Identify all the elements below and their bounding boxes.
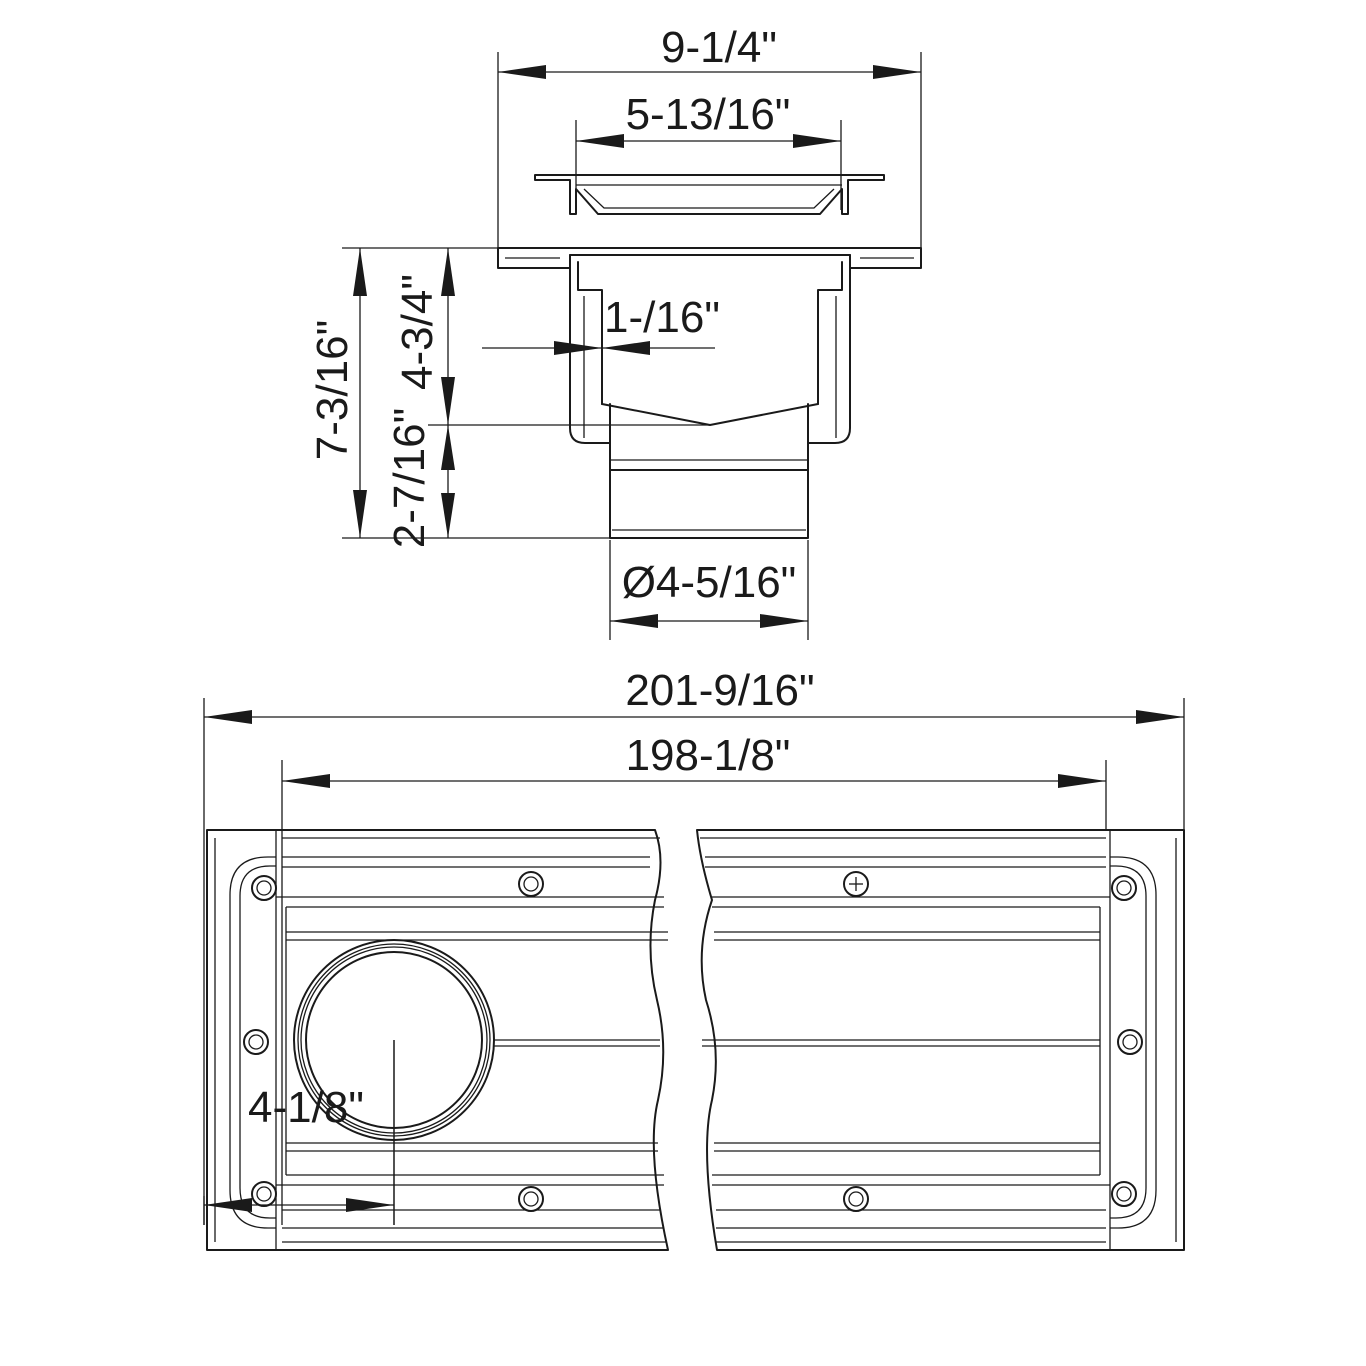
cross-section-view: 9-1/4" 5-13/16" 1-/16" 7-3/16" bbox=[308, 23, 922, 640]
dimension-body-height: 4-3/4" bbox=[393, 248, 455, 425]
dimension-outlet-diameter: Ø4-5/16" bbox=[610, 558, 808, 628]
dimension-grate-inner-width: 5-13/16" bbox=[576, 90, 841, 148]
screw-hole bbox=[518, 1186, 544, 1212]
label-wall-thickness: 1-/16" bbox=[604, 293, 720, 342]
screw-hole bbox=[518, 871, 544, 897]
screw-hole bbox=[1111, 1181, 1137, 1207]
plan-view: 201-9/16" 198-1/8" 4-1/8" bbox=[203, 666, 1185, 1251]
dimension-outlet-height: 2-7/16" bbox=[385, 408, 455, 548]
mounting-holes bbox=[243, 871, 1143, 1212]
outlet-pipe-circle bbox=[293, 939, 495, 1225]
screw-hole bbox=[251, 1181, 277, 1207]
grate-strainer bbox=[534, 174, 885, 215]
screw-hole bbox=[243, 1029, 269, 1055]
dimension-channel-length: 198-1/8" bbox=[282, 731, 1106, 788]
label-grate-total-width: 9-1/4" bbox=[661, 23, 777, 72]
dimension-grate-total-width: 9-1/4" bbox=[498, 23, 921, 79]
screw-hole bbox=[1117, 1029, 1143, 1055]
dimension-total-height: 7-3/16" bbox=[308, 248, 367, 538]
screw-hole bbox=[251, 875, 277, 901]
channel-right-section bbox=[696, 829, 1185, 1251]
label-outlet-offset: 4-1/8" bbox=[248, 1083, 364, 1132]
channel-left-section bbox=[206, 829, 669, 1251]
screw-icon bbox=[843, 871, 869, 897]
dimension-outlet-offset: 4-1/8" bbox=[203, 1083, 394, 1225]
label-body-height: 4-3/4" bbox=[393, 274, 442, 390]
label-overall-length: 201-9/16" bbox=[625, 666, 814, 715]
dimension-wall-thickness: 1-/16" bbox=[482, 293, 720, 355]
drain-body-section bbox=[497, 247, 922, 539]
screw-hole bbox=[843, 1186, 869, 1212]
screw-hole bbox=[1111, 875, 1137, 901]
label-channel-length: 198-1/8" bbox=[626, 731, 791, 780]
label-total-height: 7-3/16" bbox=[308, 320, 357, 460]
dimension-overall-length: 201-9/16" bbox=[204, 666, 1184, 724]
label-grate-inner-width: 5-13/16" bbox=[626, 90, 791, 139]
label-outlet-diameter: Ø4-5/16" bbox=[622, 558, 797, 607]
label-outlet-height: 2-7/16" bbox=[385, 408, 434, 548]
